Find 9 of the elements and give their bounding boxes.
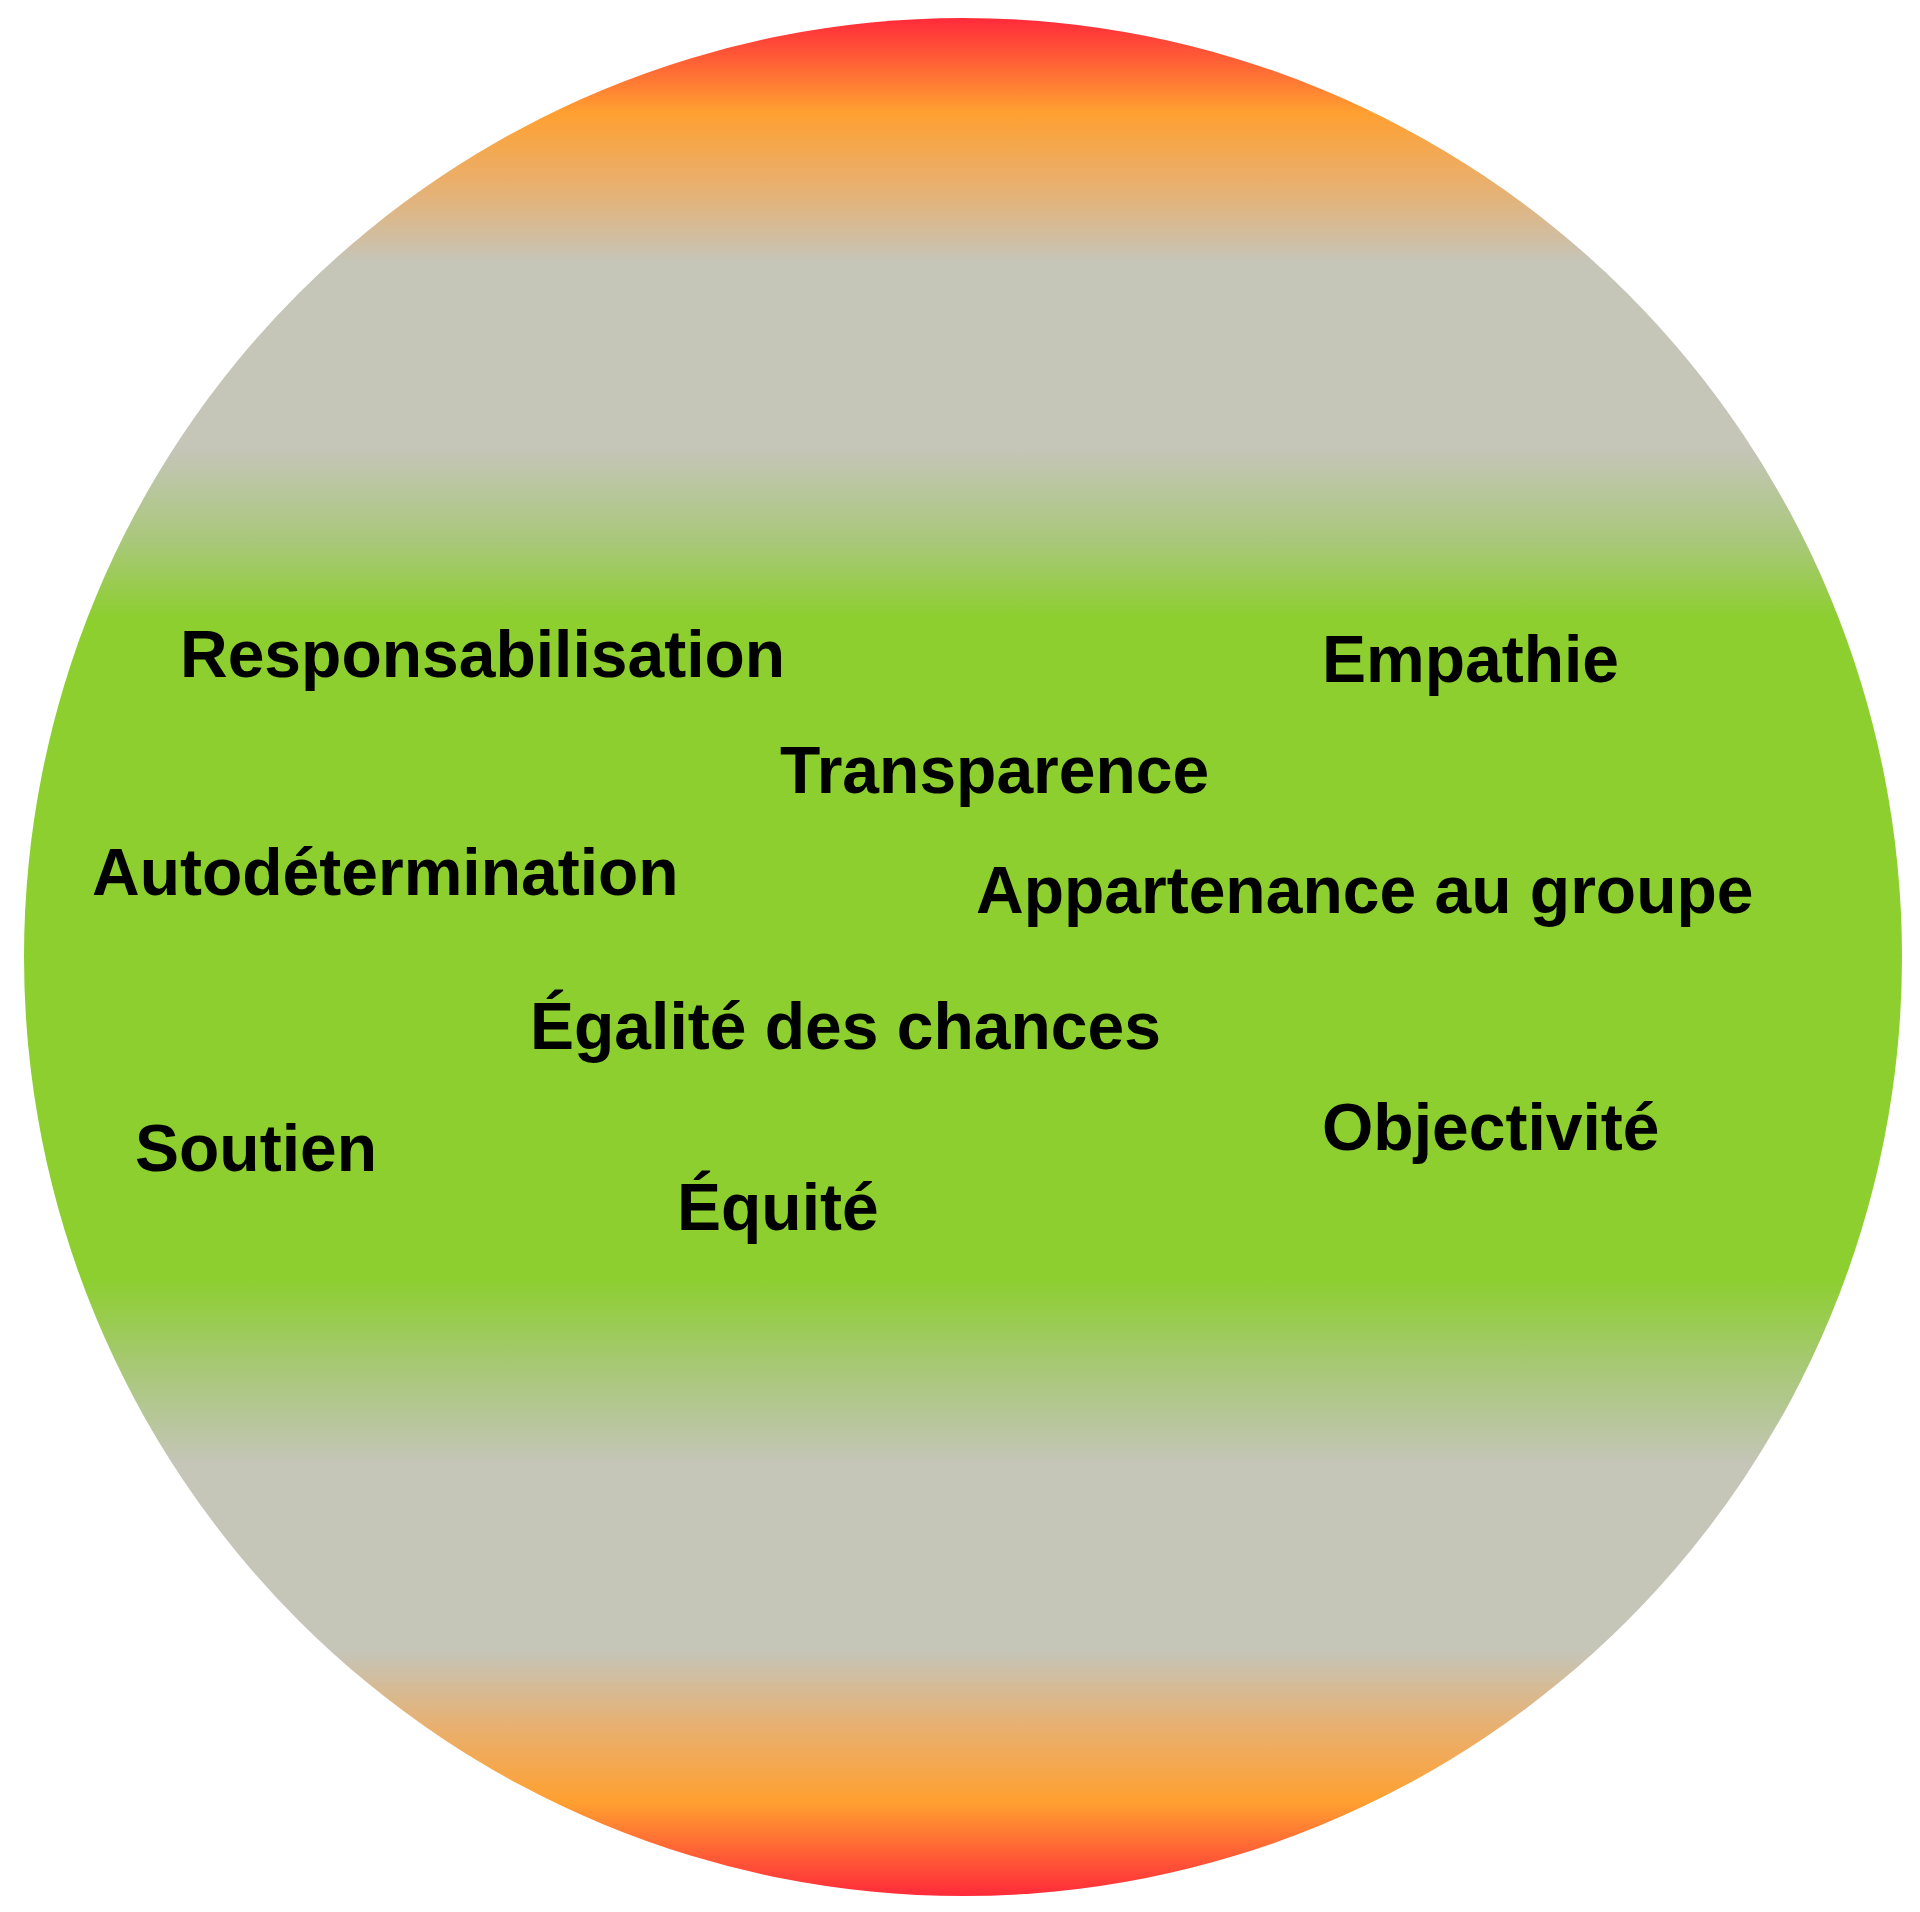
value-word: Appartenance au groupe bbox=[976, 854, 1754, 927]
value-word: Transparence bbox=[780, 734, 1210, 807]
value-word: Équité bbox=[677, 1171, 879, 1244]
value-word: Responsabilisation bbox=[180, 618, 786, 691]
value-word: Soutien bbox=[135, 1112, 377, 1185]
value-word: Autodétermination bbox=[92, 836, 679, 909]
value-word: Égalité des chances bbox=[530, 990, 1161, 1063]
value-word: Empathie bbox=[1322, 623, 1620, 696]
value-word: Objectivité bbox=[1322, 1091, 1660, 1164]
